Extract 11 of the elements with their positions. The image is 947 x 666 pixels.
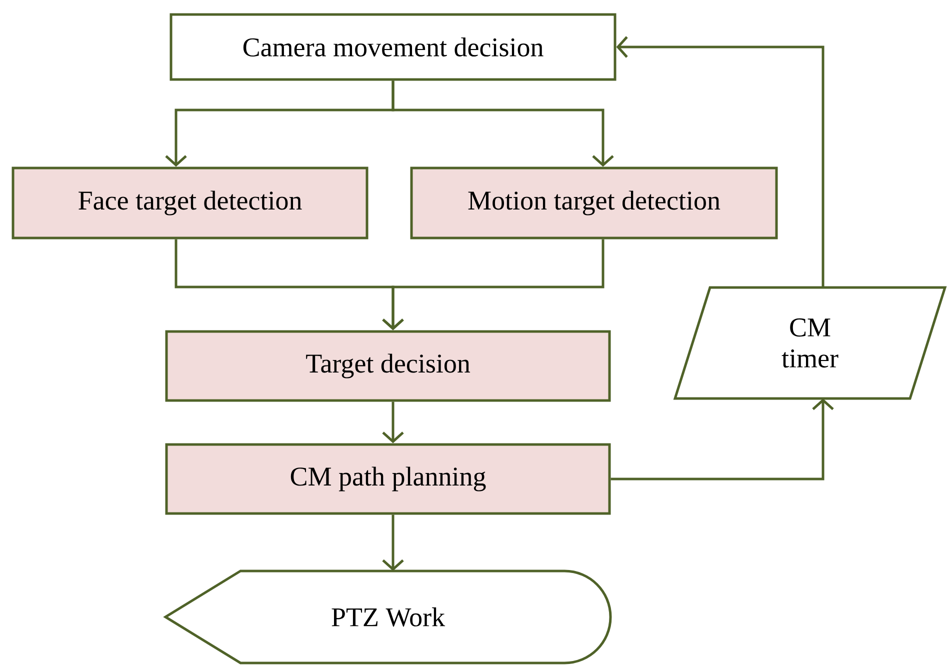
process-box: Face target detection [12,166,368,240]
arrow [610,398,834,480]
arrow [392,80,614,167]
arrow [382,514,404,571]
process-box: CM path planning [165,443,611,515]
process-box: Camera movement decision [170,13,616,81]
arrow [616,36,824,288]
arrow [382,402,404,444]
arrow [382,239,604,330]
process-box: Motion target detection [410,166,778,240]
process-box: Target decision [165,330,611,402]
